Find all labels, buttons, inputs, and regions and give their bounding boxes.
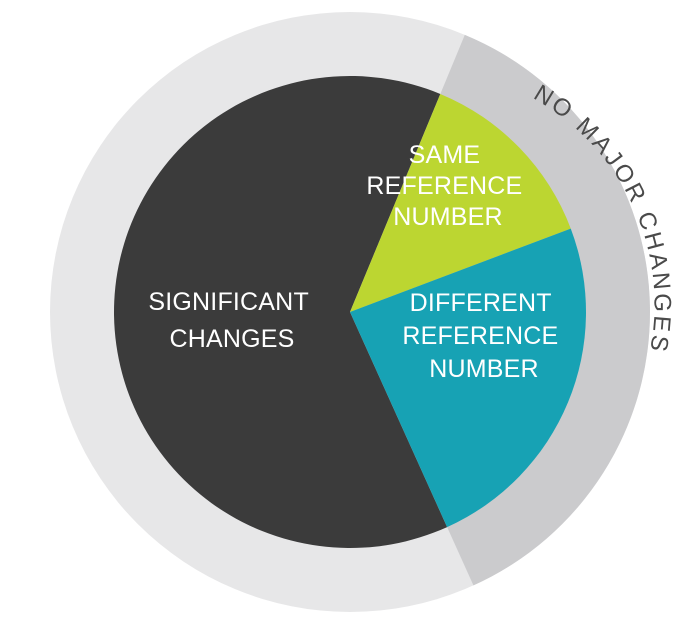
label-same-reference-number: SAME REFERENCE NUMBER <box>366 141 529 231</box>
label-different-reference-number: DIFFERENT REFERENCE NUMBER <box>402 289 565 383</box>
slice-same-reference-number <box>350 93 571 313</box>
slice-different-reference-number <box>350 228 586 528</box>
slice-significant-changes <box>114 75 448 548</box>
label-significant-changes: SIGNIFICANT CHANGES <box>148 288 315 353</box>
